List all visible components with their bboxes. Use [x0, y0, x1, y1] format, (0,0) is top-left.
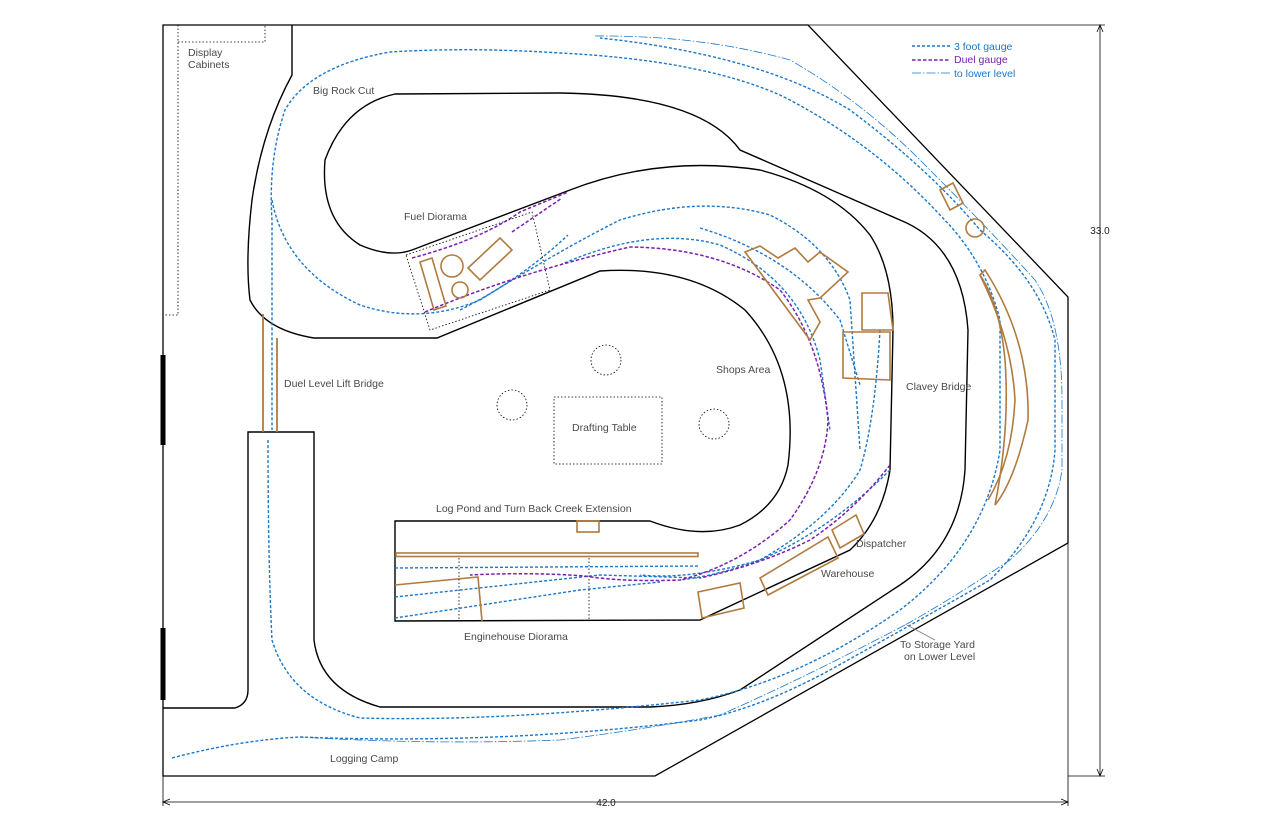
- shop-building-1: [861, 292, 894, 331]
- dual-gauge-tracks: [411, 191, 891, 582]
- yard-track-1: [394, 565, 701, 569]
- fuel-tank-1: [440, 254, 464, 278]
- water-tank: [965, 218, 985, 238]
- pond-shed: [576, 520, 600, 533]
- height-dimension: 33.0: [1090, 226, 1110, 237]
- clavey-bridge-truss: [979, 274, 1016, 501]
- dimension-height: [808, 23, 1105, 778]
- label-fuel-diorama: Fuel Diorama: [404, 211, 467, 223]
- label-dispatcher: Dispatcher: [856, 538, 907, 550]
- label-log-pond: Log Pond and Turn Back Creek Extension: [436, 503, 632, 515]
- clavey-lead: [679, 329, 881, 581]
- fuel-platform: [466, 236, 514, 282]
- room-walls: [160, 24, 1069, 777]
- trackside-shed: [938, 181, 965, 212]
- lower-level-tracks: [299, 35, 1063, 743]
- label-storage-yard-1: To Storage Yard: [900, 639, 975, 651]
- warehouse-building: [758, 535, 840, 597]
- legend-lower: to lower level: [954, 68, 1015, 80]
- lower-track-north: [594, 35, 1063, 626]
- label-enginehouse: Enginehouse Diorama: [464, 631, 568, 643]
- fuel-lead: [459, 234, 569, 311]
- label-logging-camp: Logging Camp: [330, 753, 398, 765]
- yard-track-2: [394, 574, 701, 598]
- width-dimension: 42.0: [596, 798, 616, 809]
- legend: 3 foot gauge Duel gauge to lower level: [912, 41, 1015, 80]
- dual-branch: [699, 464, 891, 579]
- shop-building-2: [842, 331, 891, 381]
- label-clavey-bridge: Clavey Bridge: [906, 381, 972, 393]
- yard-lead: [639, 469, 891, 577]
- label-storage-yard-2: on Lower Level: [904, 651, 975, 663]
- shops-complex: [743, 245, 850, 342]
- dual-fuel-1: [411, 191, 569, 259]
- shops-lead-2: [699, 227, 861, 386]
- yard-track-3: [394, 581, 661, 619]
- legend-three-foot: 3 foot gauge: [954, 41, 1013, 53]
- dual-main: [424, 246, 829, 582]
- structures: [394, 181, 1029, 622]
- label-lift-bridge: Duel Level Lift Bridge: [284, 378, 384, 390]
- lower-track-south: [299, 624, 906, 743]
- enginehouse: [394, 576, 483, 622]
- yard-building: [697, 582, 745, 619]
- shops-lead-1: [559, 237, 831, 431]
- upper-helix: [271, 199, 861, 451]
- label-display-cabinets-1: Display: [188, 47, 223, 59]
- dimension-width: [161, 543, 1070, 806]
- shops-area-obstacles: [496, 344, 730, 440]
- drafting-table: [553, 396, 663, 465]
- label-warehouse: Warehouse: [821, 568, 874, 580]
- benchwork-outer-edge: [163, 25, 969, 709]
- main-loop-inner: [267, 49, 1001, 720]
- fuel-tank-2: [451, 281, 469, 299]
- label-big-rock-cut: Big Rock Cut: [313, 85, 374, 97]
- dual-fuel-2: [511, 197, 563, 233]
- area-labels: Display Cabinets Big Rock Cut Fuel Diora…: [188, 47, 975, 765]
- display-cabinets: [163, 25, 266, 316]
- clavey-bridge-structure: [978, 268, 1029, 506]
- legend-dual: Duel gauge: [954, 54, 1008, 66]
- log-pond-dock: [395, 552, 699, 558]
- label-shops-area: Shops Area: [716, 364, 770, 376]
- label-display-cabinets-2: Cabinets: [188, 59, 229, 71]
- enginehouse-divisions: [458, 558, 590, 621]
- main-loop-outer: [171, 37, 1056, 759]
- fuel-building: [419, 256, 447, 312]
- fuel-diorama-outline: [405, 211, 551, 331]
- storage-yard-pointer: [906, 624, 936, 641]
- lift-bridge: [262, 314, 278, 432]
- label-drafting-table: Drafting Table: [572, 422, 637, 434]
- dispatcher-building: [830, 513, 866, 550]
- three-foot-tracks: [171, 37, 1056, 759]
